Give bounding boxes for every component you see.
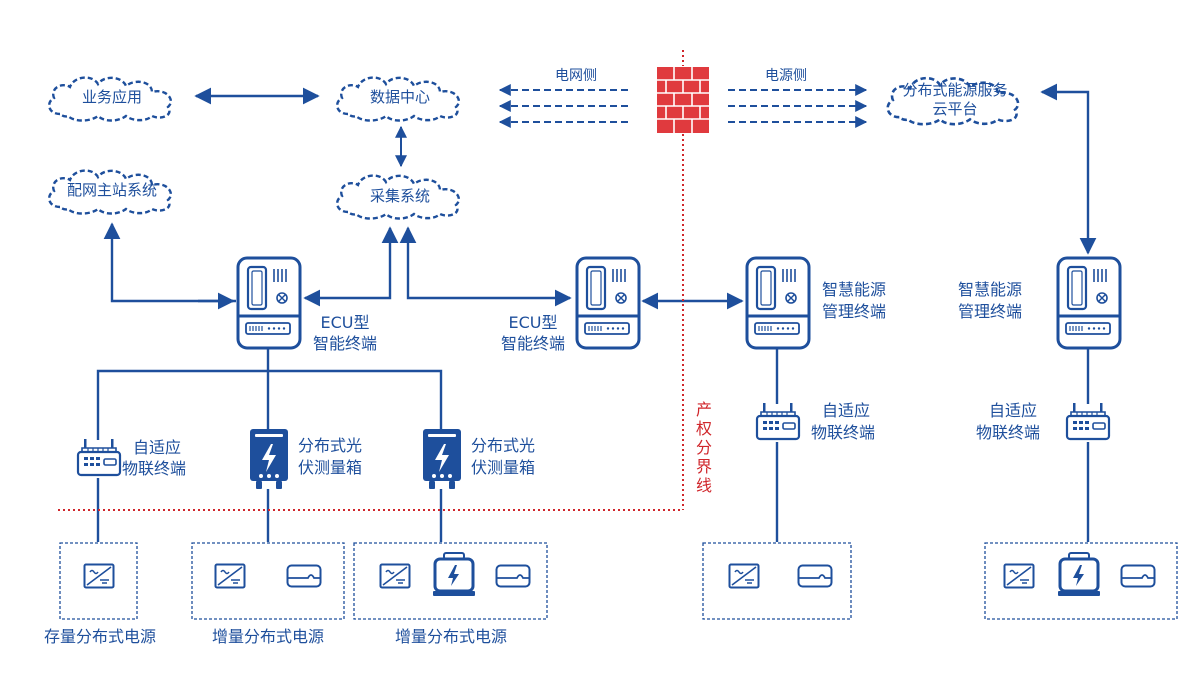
connectors [96,83,1097,542]
smart2-label-line2: 管理终端 [958,302,1023,321]
pv-measure-box-icon-2 [423,429,461,489]
smart1-label-line1: 智慧能源 [822,280,887,299]
smart2-label-line1: 智慧能源 [958,280,1023,299]
property-boundary-label: 产权分界线 [695,400,712,495]
cloud-label-platform-line1: 分布式能源服务 [902,81,1008,99]
inverter-icon [1003,563,1035,589]
source-label-incremental-1: 增量分布式电源 [211,627,325,646]
meter-icon [286,564,322,588]
link-ecu1-collection [303,226,399,307]
iot1-label-line1: 自适应 [133,438,182,457]
smart1-label-line2: 管理终端 [822,302,887,321]
ecu1-label-line2: 智能终端 [312,334,378,353]
inverter-icon [214,563,246,589]
iot-terminal-icon-2 [755,402,801,441]
grid-side-label: 电网侧 [555,68,597,84]
pv2-label-line2: 伏测量箱 [471,458,536,477]
cloud-label-business-app: 业务应用 [81,88,143,106]
firewall-icon [657,67,709,133]
bus-ecu1 [96,369,443,440]
pv1-label-line1: 分布式光 [298,436,363,455]
ecu1-label-line1: ECU型 [320,313,370,332]
battery-icon [1057,552,1101,598]
field-devices [76,402,1111,489]
source-label-existing: 存量分布式电源 [43,627,157,646]
pv-measure-box-icon-1 [250,429,288,489]
link-smart2-cloud [1040,83,1097,255]
iot2-label-line2: 物联终端 [811,423,876,442]
iot-terminal-icon-1 [76,438,122,477]
ecu-terminal-1 [236,256,302,350]
link-ecu1-master [103,222,236,303]
meter-icon [797,564,833,588]
smart-energy-terminal-1 [745,256,811,350]
clouds [48,76,1020,220]
battery-icon [432,552,476,598]
inverter-icon [379,563,411,589]
link-ecu2-collection [399,226,572,307]
power-side-label: 电源侧 [765,68,807,84]
inverter-icon [728,563,760,589]
iot3-label-line1: 自适应 [989,401,1038,420]
inverter-icon [83,563,115,589]
cloud-label-data-center: 数据中心 [369,88,431,106]
pv2-label-line1: 分布式光 [471,436,536,455]
source-groups [59,542,1178,620]
cloud-label-dist-master: 配网主站系统 [66,181,158,199]
source-label-incremental-2: 增量分布式电源 [394,627,508,646]
iot-terminal-icon-3 [1065,402,1111,441]
smart-energy-terminal-2 [1056,256,1122,350]
iot2-label-line1: 自适应 [822,401,871,420]
data-flows [498,84,868,128]
cloud-label-collection: 采集系统 [369,187,431,205]
source-equipment [83,552,1156,598]
pv1-label-line2: 伏测量箱 [298,458,363,477]
ecu-terminal-2 [575,256,641,350]
iot1-label-line2: 物联终端 [122,459,187,478]
property-boundary-line [58,50,684,511]
meter-icon [495,564,531,588]
cloud-label-platform-line2: 云平台 [932,100,978,118]
ecu2-label-line1: ECU型 [508,313,558,332]
ecu2-label-line2: 智能终端 [500,334,566,353]
iot3-label-line2: 物联终端 [976,423,1041,442]
meter-icon [1120,564,1156,588]
